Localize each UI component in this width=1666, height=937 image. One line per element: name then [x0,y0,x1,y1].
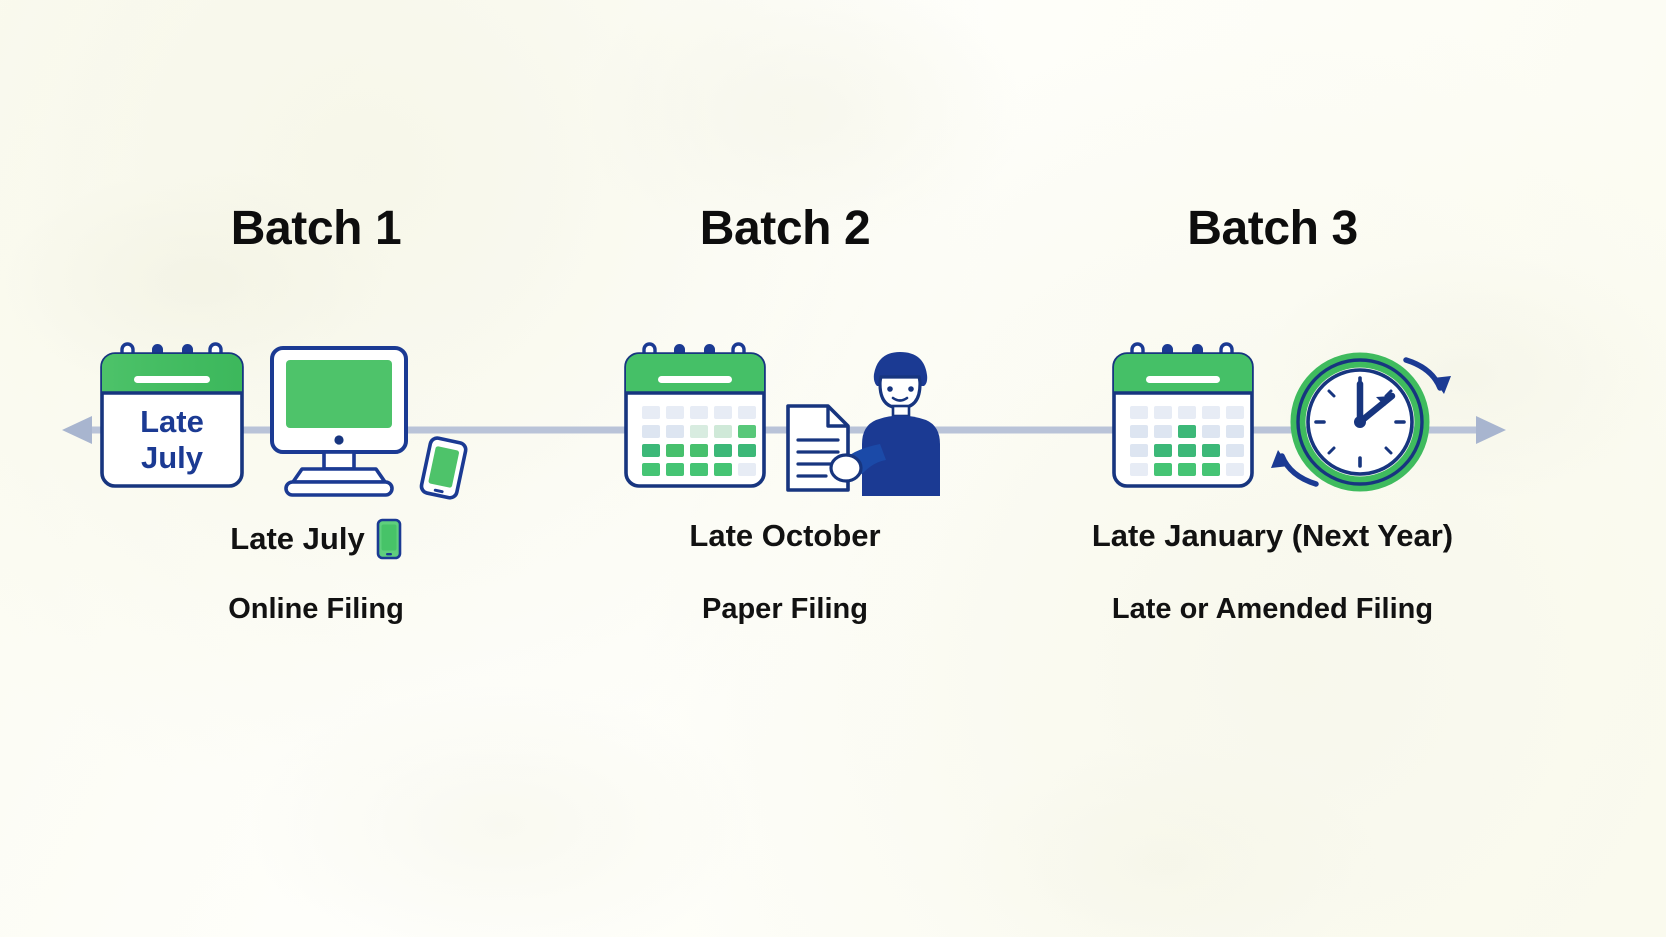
batch-2-mode-label: Paper Filing [702,593,868,625]
batch-2-date-text: Late October [689,518,881,553]
batch-1-date-text: Late July [230,520,365,556]
batch-2-title: Batch 2 [699,202,871,255]
svg-text:Late: Late [140,404,204,439]
desktop-monitor-icon [270,346,408,497]
clock-icon [1290,352,1430,492]
smartphone-icon [419,436,468,500]
batch-1-date-label: Late July [96,518,536,560]
calendar-icon: Late July [100,342,244,488]
refresh-arrows-icon [1271,357,1451,487]
batch-3-mode-label: Late or Amended Filing [1111,593,1434,625]
batch-3-illustration [1112,342,1451,492]
batch-3-title: Batch 3 [1187,202,1358,255]
batch-1-illustration: Late July [100,342,468,500]
timeline-left-arrow-icon [62,416,92,444]
svg-text:July: July [141,440,204,475]
smartphone-icon [376,518,401,560]
batch-2-date-label: Late October [590,518,980,555]
calendar-grid-icon [1112,342,1254,488]
batch-2-illustration [624,342,940,496]
batch-3-date-text: Late January (Next Year) [1091,518,1454,553]
batch-1-mode-label: Online Filing [228,593,404,625]
batch-3-date-label: Late January (Next Year) [1040,518,1505,555]
timeline-right-arrow-icon [1476,416,1506,444]
calendar-grid-icon [624,342,766,488]
batch-1-title: Batch 1 [230,202,402,255]
person-icon [829,352,940,496]
